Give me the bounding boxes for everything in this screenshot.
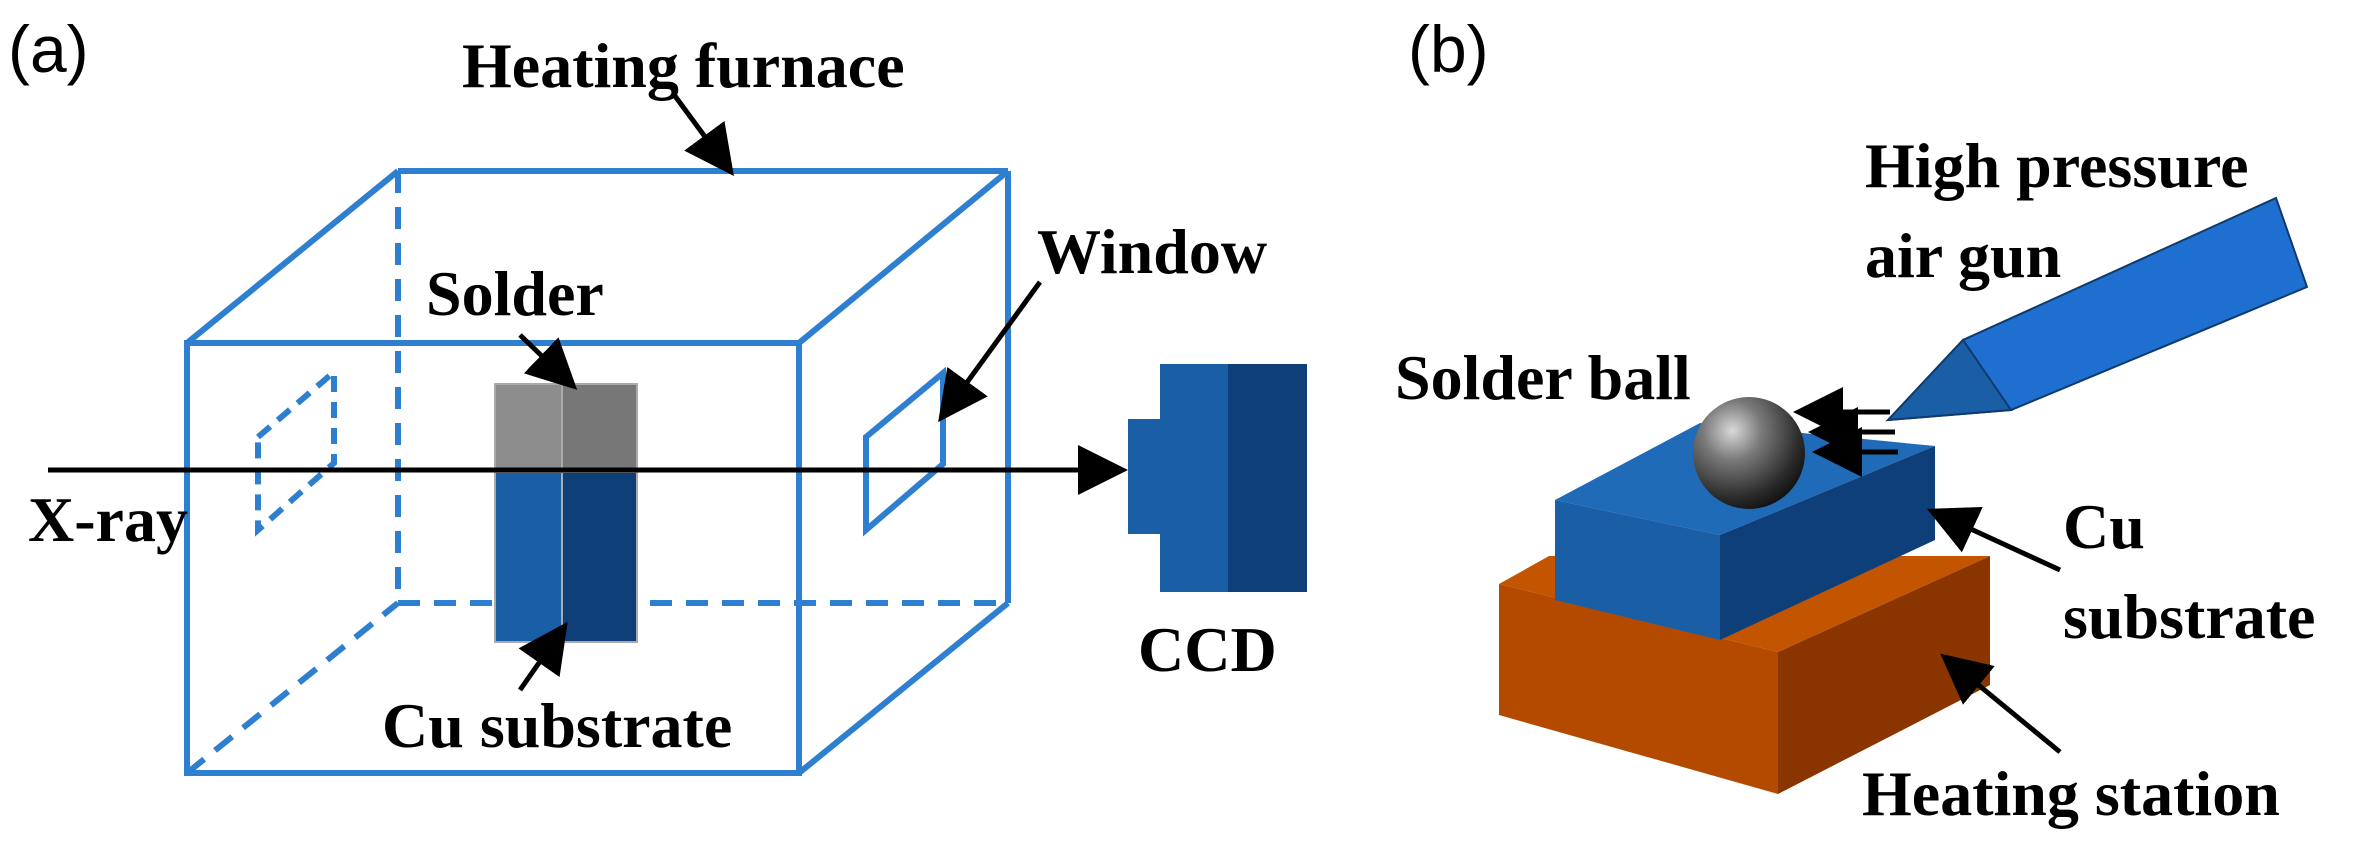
high-pressure-label-line1: High pressure [1865, 130, 2249, 201]
solder-side [561, 383, 638, 473]
ccd-label: CCD [1138, 614, 1277, 685]
solder-ball-label: Solder ball [1395, 342, 1691, 413]
cu-label-line1: Cu [2063, 491, 2145, 562]
air-gun [1885, 196, 2309, 422]
solder-label: Solder [426, 258, 604, 329]
panel-b-label: (b) [1408, 12, 1489, 86]
cu-front [494, 471, 563, 643]
heating-furnace-label: Heating furnace [462, 30, 905, 101]
cu-substrate-label: Cu substrate [382, 690, 733, 761]
sample-stack [494, 383, 638, 643]
air-flow-arrows [1793, 387, 1898, 477]
panel-b [1499, 196, 2309, 794]
xray-label: X-ray [28, 484, 188, 555]
cu-pointer-arrow [517, 621, 568, 692]
ccd-detector [1128, 364, 1307, 592]
solder-pointer-arrow [518, 333, 578, 390]
cu-label-line2: substrate [2063, 581, 2316, 652]
panel-a-label: (a) [8, 12, 89, 86]
high-pressure-label-line2: air gun [1865, 220, 2062, 291]
window-pointer-arrow [938, 280, 1043, 423]
cu-pointer-arrow-b [1926, 506, 2062, 573]
cu-side [561, 471, 638, 643]
heating-station-pointer-arrow [1940, 653, 2062, 754]
furnace-pointer-arrow [672, 94, 734, 177]
heating-furnace-box [184, 168, 1011, 776]
window-label: Window [1037, 216, 1268, 287]
heating-station-label: Heating station [1862, 758, 2280, 829]
solder-front [494, 383, 563, 473]
solder-ball [1693, 397, 1805, 509]
panel-a [48, 94, 1307, 776]
